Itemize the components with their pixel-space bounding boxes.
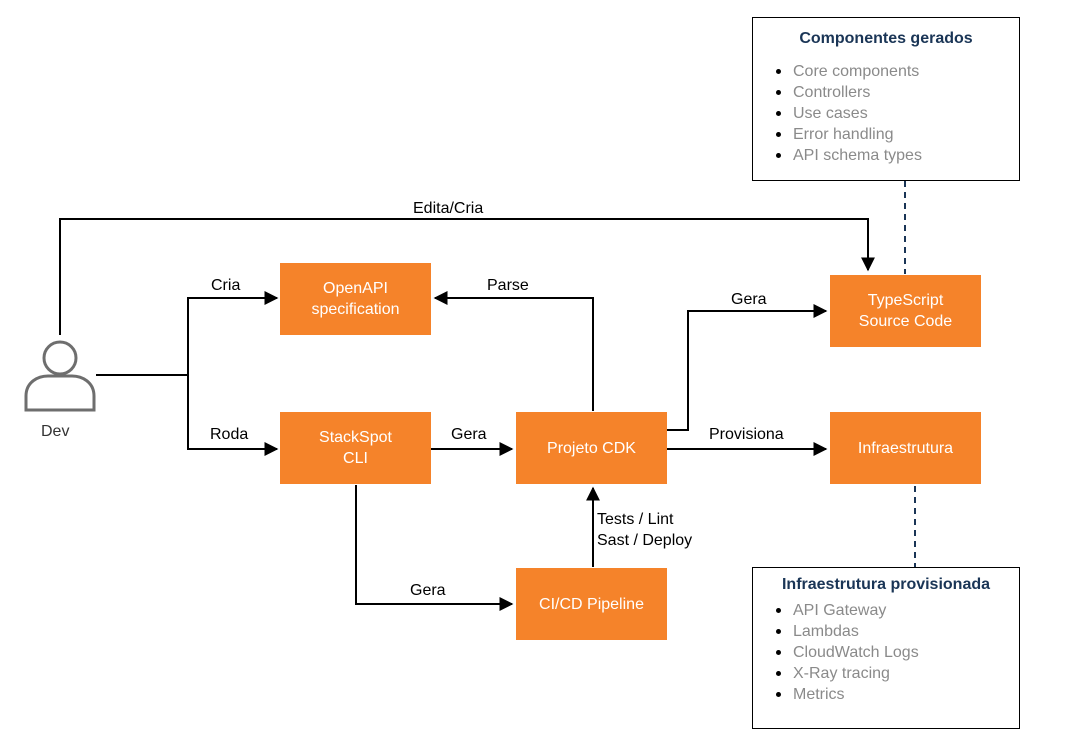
edge-label-gera-cdk: Gera xyxy=(451,426,487,443)
provisioned-infra-title: Infraestrutura provisionada xyxy=(781,576,991,593)
list-item: Use cases xyxy=(753,103,1019,124)
edge-dev-to-openapi xyxy=(187,291,279,375)
generated-components-list: Core components Controllers Use cases Er… xyxy=(753,61,1019,166)
edge-dev-to-stackspot xyxy=(187,375,279,456)
cdk-node[interactable]: Projeto CDK xyxy=(516,412,667,484)
user-icon xyxy=(24,340,96,412)
provisioned-infra-list: API Gateway Lambdas CloudWatch Logs X-Ra… xyxy=(753,600,1019,705)
edge-label-gera-ts: Gera xyxy=(731,291,767,308)
edge-label-tests: Tests / Lint Sast / Deploy xyxy=(597,511,693,549)
list-item: API Gateway xyxy=(753,600,1019,621)
edge-label-edita: Edita/Cria xyxy=(413,200,484,217)
pipeline-node[interactable]: CI/CD Pipeline xyxy=(516,568,667,640)
edge-cdk-to-typescript xyxy=(667,304,828,431)
edge-label-provisiona: Provisiona xyxy=(709,426,784,443)
list-item: Controllers xyxy=(753,82,1019,103)
typescript-node[interactable]: TypeScript Source Code xyxy=(830,275,981,347)
edge-label-roda: Roda xyxy=(210,426,249,443)
provisioned-infra-panel: Infraestrutura provisionada API Gateway … xyxy=(752,567,1020,729)
openapi-node[interactable]: OpenAPI specification xyxy=(280,263,431,335)
generated-components-title: Componentes gerados xyxy=(799,30,973,47)
list-item: CloudWatch Logs xyxy=(753,642,1019,663)
edge-label-parse: Parse xyxy=(487,277,529,294)
edge-stackspot-to-pipeline xyxy=(355,485,514,611)
list-item: Error handling xyxy=(753,124,1019,145)
edge-cdk-to-openapi xyxy=(433,291,594,411)
dev-label: Dev xyxy=(41,423,70,440)
list-item: Core components xyxy=(753,61,1019,82)
stackspot-node[interactable]: StackSpot CLI xyxy=(280,412,431,484)
list-item: Lambdas xyxy=(753,621,1019,642)
edge-label-gera-pipeline: Gera xyxy=(410,582,446,599)
edge-label-cria: Cria xyxy=(211,277,241,294)
infra-node[interactable]: Infraestrutura xyxy=(830,412,981,484)
list-item: Metrics xyxy=(753,684,1019,705)
list-item: X-Ray tracing xyxy=(753,663,1019,684)
edge-dev-to-typescript xyxy=(59,218,875,335)
list-item: API schema types xyxy=(753,145,1019,166)
generated-components-panel: Componentes gerados Core components Cont… xyxy=(752,17,1020,181)
